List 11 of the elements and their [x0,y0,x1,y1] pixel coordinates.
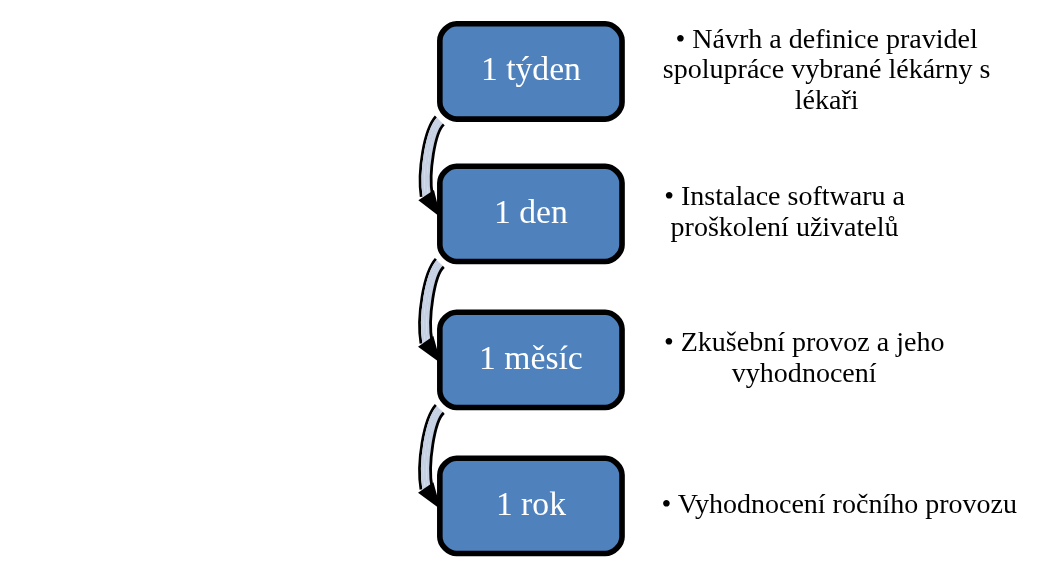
arrow [418,404,445,510]
node-label: • Zkušební provoz a jeho vyhodnocení [663,326,945,389]
node-box: 1 týden [437,21,625,122]
node-label: • Návrh a definice pravidel spolupráce vybrané lékárny s lékaři [662,22,991,116]
node-label: • Instalace softwaru a proškolení uživatelů [664,180,905,243]
node-box: 1 měsíc [437,309,625,411]
node-box: 1 rok [437,455,625,557]
arrow [418,258,445,364]
arrow [418,115,445,218]
node-label: • Vyhodnocení ročního provozu [661,487,1018,519]
node-box: 1 den [437,163,625,265]
